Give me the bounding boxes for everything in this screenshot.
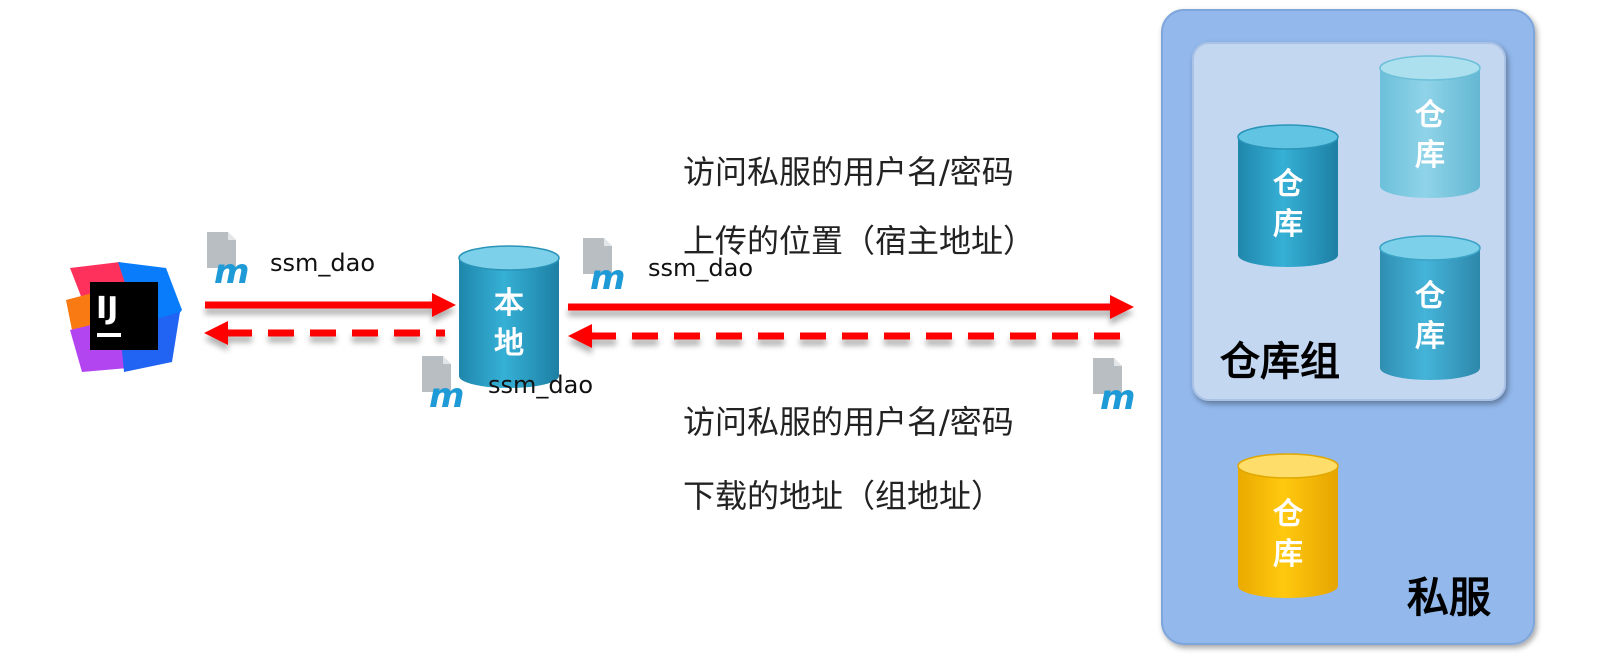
- upload-location-text: 上传的位置（宿主地址）: [683, 222, 1035, 260]
- group-repository-light-top: 仓 库: [1379, 55, 1481, 198]
- repository-label: 库: [1415, 138, 1445, 173]
- download-location-text: 下载的地址（组地址）: [683, 477, 1003, 515]
- repository-label: 仓: [1415, 98, 1446, 133]
- repository-label: 库: [1273, 207, 1303, 242]
- local-repository-label: 本: [494, 286, 524, 321]
- local-repository-label: 地: [494, 326, 524, 361]
- arrow-ide-to-local: [205, 293, 456, 317]
- repository-label: 库: [1273, 537, 1303, 572]
- maven-artifact-icon: m: [583, 238, 625, 298]
- intellij-idea-logo: IJ: [66, 262, 182, 372]
- svg-text:m: m: [1100, 378, 1135, 418]
- artifact-label: ssm_dao: [648, 254, 753, 282]
- artifact-label: ssm_dao: [270, 249, 375, 277]
- maven-artifact-icon: m: [207, 232, 249, 292]
- svg-text:m: m: [590, 258, 625, 298]
- arrow-local-to-server-upload: [568, 295, 1134, 319]
- svg-text:m: m: [429, 376, 464, 416]
- repository-label: 仓: [1415, 279, 1446, 314]
- repository-label: 仓: [1273, 167, 1304, 202]
- maven-artifact-icon: m: [422, 356, 464, 416]
- repository-label: 库: [1415, 319, 1445, 354]
- group-repository-light-bottom: 仓 库: [1379, 235, 1481, 380]
- intellij-logo-text: IJ: [96, 291, 118, 326]
- maven-artifact-icon: m: [1093, 358, 1135, 418]
- upload-credentials-text: 访问私服的用户名/密码: [683, 153, 1014, 191]
- private-server-title: 私服: [1407, 573, 1491, 622]
- arrow-local-to-ide-dashed: [204, 321, 445, 345]
- local-repository: 本 地: [458, 245, 560, 388]
- download-credentials-text: 访问私服的用户名/密码: [683, 403, 1014, 441]
- svg-text:m: m: [214, 252, 249, 292]
- artifact-label: ssm_dao: [488, 371, 593, 399]
- repository-label: 仓: [1273, 497, 1304, 532]
- group-repository-dark: 仓 库: [1237, 124, 1339, 267]
- repository-group-title: 仓库组: [1220, 339, 1340, 385]
- arrow-server-to-local-download-dashed: [568, 324, 1136, 348]
- hosted-repository-gold: 仓 库: [1237, 453, 1339, 598]
